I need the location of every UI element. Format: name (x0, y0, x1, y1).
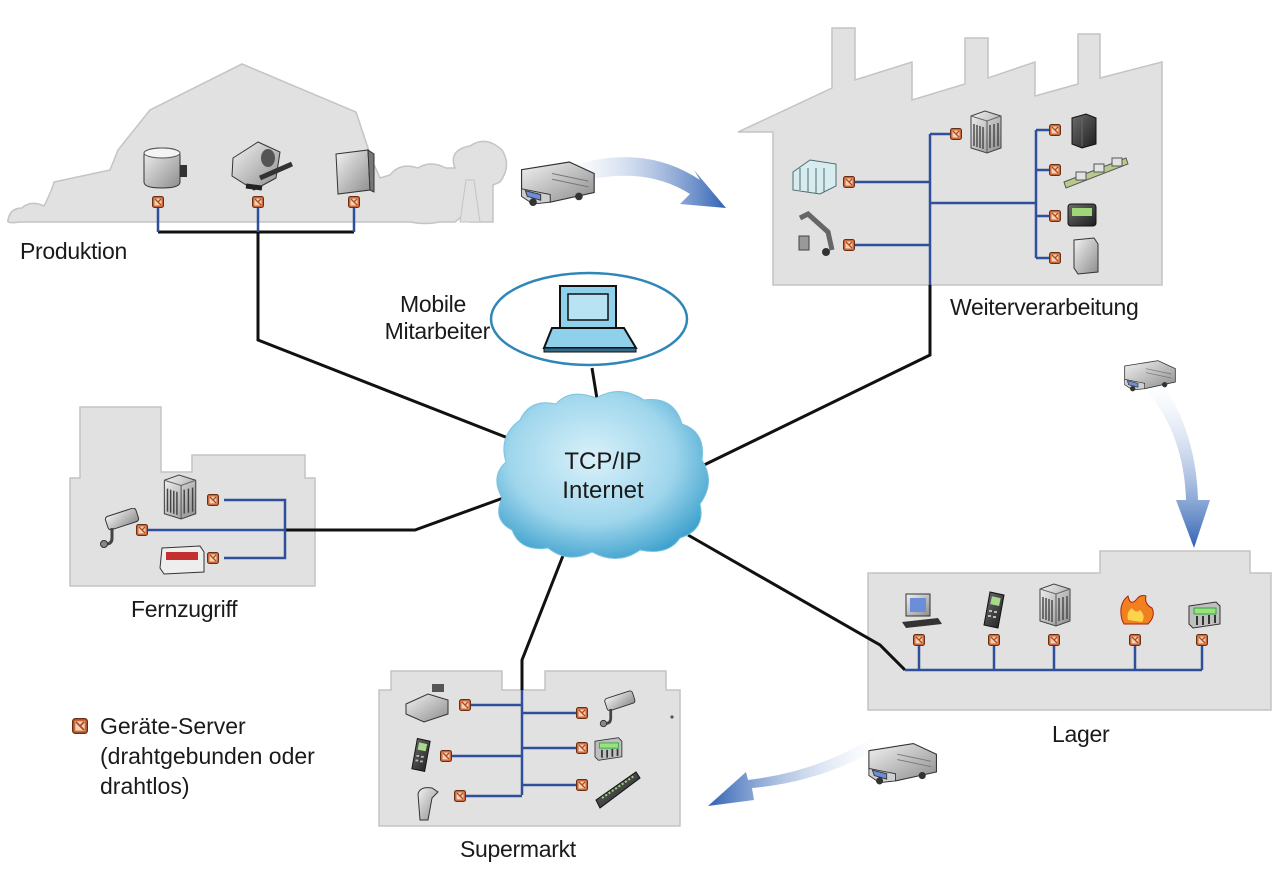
robot-arm-icon (798, 211, 835, 256)
device-server-icon (440, 750, 452, 762)
site-label-produktion: Produktion (20, 238, 127, 264)
device-server-icon (576, 707, 588, 719)
bottle-crate-icon (792, 159, 837, 195)
mobile-label-line1: Mobile (400, 291, 466, 317)
truck-icon (868, 742, 938, 786)
device-server-icon (136, 524, 148, 536)
mobile-label: Mobile Mitarbeiter (360, 291, 491, 345)
internet-label-line2: Internet (562, 476, 644, 504)
flow-arrow-produktion-weiterverarbeitung (520, 157, 726, 208)
device-server-icon (576, 742, 588, 754)
truck-icon (1123, 359, 1177, 393)
device-server-icon (1049, 210, 1061, 222)
truck-icon (520, 161, 595, 207)
device-server-icon (454, 790, 466, 802)
site-label-lager: Lager (1052, 721, 1110, 747)
wan-link-produktion (256, 232, 509, 440)
control-cabinet-icon (335, 149, 375, 195)
device-server-icon (913, 634, 925, 646)
operator-panel-icon (1067, 203, 1097, 227)
device-server-icon (1196, 634, 1208, 646)
server-icon (163, 474, 197, 520)
internet-label: TCP/IP Internet (523, 448, 683, 506)
wan-links (158, 230, 932, 690)
wan-link-supermarkt (520, 547, 568, 690)
device-server-icon (843, 239, 855, 251)
wan-link-weiterverarbeitung (703, 285, 932, 467)
plc-cabinet-icon (1073, 237, 1099, 275)
lan-links (140, 128, 1204, 798)
device-server-icon (950, 128, 962, 140)
conveyor-icon (1063, 157, 1129, 189)
mobile-label-line2: Mitarbeiter (384, 318, 491, 345)
io-module-icon (1188, 601, 1221, 629)
legend-text: Geräte-Server (drahtgebunden oder drahtl… (100, 712, 400, 802)
device-server-icon (843, 176, 855, 188)
device-server-icon (988, 634, 1000, 646)
device-server-icon (1049, 124, 1061, 136)
tree-icon (459, 179, 481, 223)
wan-link-fernzugriff (285, 495, 507, 532)
mobile-worker-node (489, 271, 689, 367)
device-server-icon (152, 196, 164, 208)
laptop-icon (542, 285, 638, 353)
server-icon (970, 110, 1002, 154)
site-label-fernzugriff: Fernzugriff (131, 596, 238, 622)
device-server-icon (1048, 634, 1060, 646)
tank-sensor-icon (143, 147, 187, 189)
device-server-icon (1049, 164, 1061, 176)
device-server-icon (72, 718, 88, 734)
site-label-supermarkt: Supermarkt (460, 836, 576, 862)
site-lager-building (867, 550, 1272, 711)
device-server-icon (252, 196, 264, 208)
legend-line2: (drahtgebunden oder (100, 742, 315, 769)
internet-label-line1: TCP/IP (564, 448, 642, 475)
device-server-icon (207, 494, 219, 506)
device-server-icon (207, 552, 219, 564)
device-server-icon (348, 196, 360, 208)
site-label-weiterverarbeitung: Weiterverarbeitung (950, 294, 1139, 320)
device-server-icon (1129, 634, 1141, 646)
barcode-scanner-icon (417, 787, 439, 821)
led-display-icon (159, 545, 205, 575)
network-switch-icon (595, 771, 641, 809)
cash-register-icon (405, 684, 449, 723)
unknown-dot-icon (670, 715, 674, 719)
flow-arrow-lager-supermarkt (708, 738, 938, 806)
legend-line3: drahtlos) (100, 772, 190, 799)
server-rack-icon (1071, 113, 1097, 149)
valve-actuator-icon (231, 141, 294, 191)
device-server-icon (459, 699, 471, 711)
server-icon (1039, 583, 1071, 627)
device-server-icon (1049, 252, 1061, 264)
legend-line1: Geräte-Server (100, 713, 246, 739)
fire-alarm-icon (1120, 595, 1154, 625)
flow-arrow-weiterverarbeitung-lager (1123, 359, 1210, 548)
io-module-icon (594, 736, 623, 762)
workstation-icon (902, 593, 942, 628)
wan-link-lager (687, 533, 907, 672)
device-server-icon (576, 779, 588, 791)
internet-cloud-icon (496, 391, 709, 559)
